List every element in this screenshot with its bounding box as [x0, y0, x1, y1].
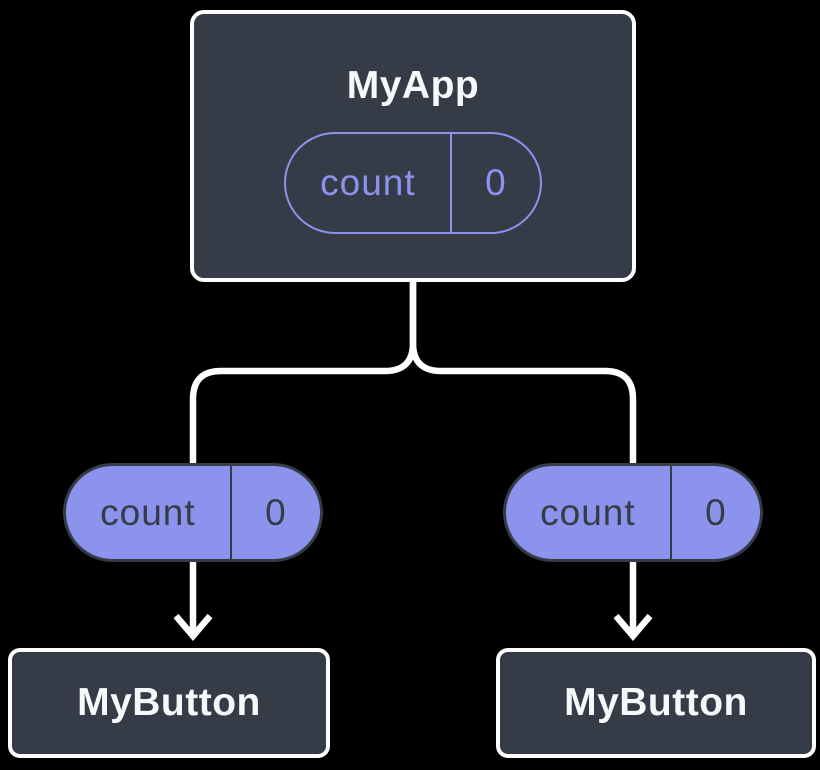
node-mybutton-right: MyButton: [496, 648, 816, 758]
state-pill-myapp: count 0: [284, 132, 542, 234]
state-pill-label: count: [320, 162, 416, 203]
prop-pill-left: count 0: [63, 463, 323, 562]
connector-root-to-left-pill: [189, 280, 417, 463]
prop-pill-right: count 0: [503, 463, 763, 562]
myapp-title: MyApp: [346, 64, 480, 107]
node-mybutton-left: MyButton: [8, 648, 330, 758]
prop-pill-right-value: 0: [669, 466, 760, 559]
connector-root-to-right-pill: [409, 280, 637, 463]
arrow-left-pill-to-button: [173, 562, 213, 642]
prop-pill-left-value: 0: [229, 466, 320, 559]
prop-pill-left-label: count: [100, 491, 196, 533]
node-myapp: MyApp count 0: [190, 10, 636, 282]
mybutton-left-title: MyButton: [77, 681, 261, 724]
arrow-right-pill-to-button: [613, 562, 653, 642]
state-pill-value: 0: [449, 134, 540, 232]
prop-pill-right-label: count: [540, 491, 636, 533]
mybutton-right-title: MyButton: [564, 681, 748, 724]
